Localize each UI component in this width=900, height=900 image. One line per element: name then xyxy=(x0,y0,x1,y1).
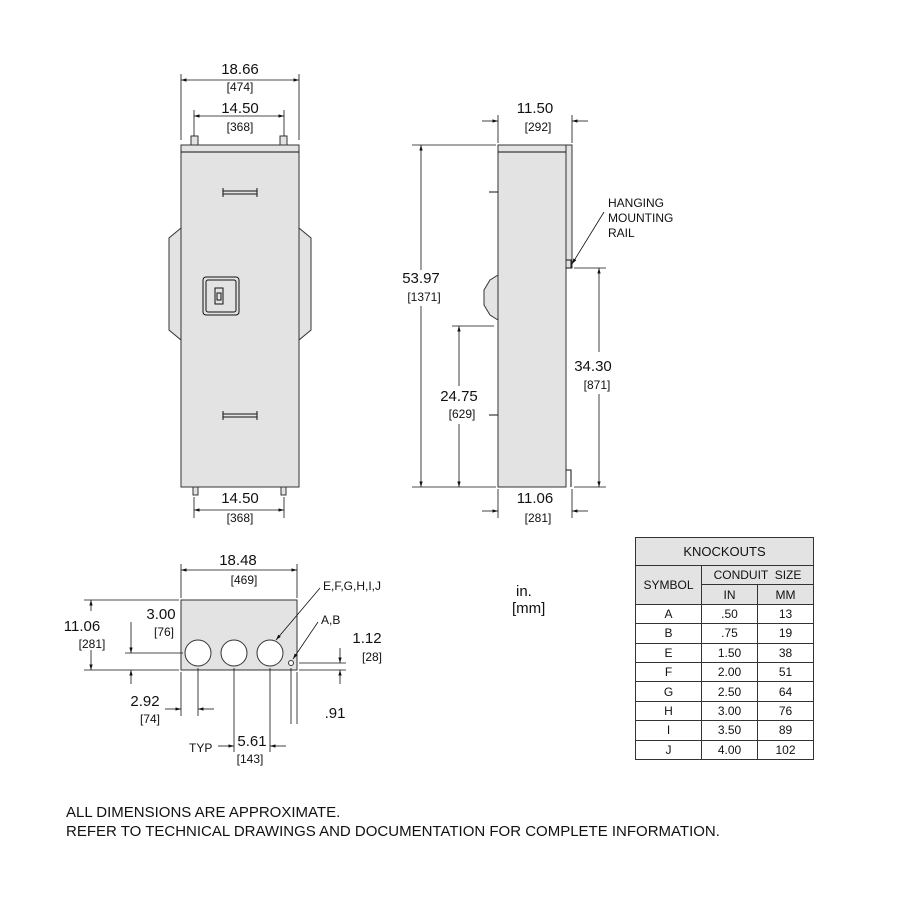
rail-callout-line-3: RAIL xyxy=(608,226,635,240)
mounting-tab xyxy=(279,135,288,146)
mm-cell: 51 xyxy=(757,661,814,683)
note-refer: REFER TO TECHNICAL DRAWINGS AND DOCUMENT… xyxy=(66,823,720,840)
in-cell: .75 xyxy=(701,623,758,644)
front-mount-width: 14.50 xyxy=(221,100,259,117)
in-cell: 1.50 xyxy=(701,642,758,663)
in-header: IN xyxy=(701,584,758,605)
symbol-header: SYMBOL xyxy=(635,565,702,605)
symbol-cell: J xyxy=(635,739,702,760)
knockout-large xyxy=(184,639,212,667)
symbol-cell: H xyxy=(635,700,702,722)
side-height: 53.97 xyxy=(402,270,440,287)
lower-latch xyxy=(222,411,258,420)
bottom-width: 18.48 xyxy=(219,552,257,569)
knockout-small xyxy=(288,660,294,666)
bottom-depth-mm: [281] xyxy=(79,637,106,651)
symbol-cell: I xyxy=(635,720,702,741)
units-inch: in. xyxy=(516,583,532,600)
front-mount-width-mm: [368] xyxy=(227,120,254,134)
rail-callout-line-2: MOUNTING xyxy=(608,211,673,225)
in-cell: 2.50 xyxy=(701,681,758,702)
ko-center-dim: 3.00 xyxy=(146,606,175,623)
side-flange xyxy=(298,226,312,342)
back-rail xyxy=(565,144,573,269)
symbol-cell: E xyxy=(635,642,702,663)
side-bottom-depth-mm: [281] xyxy=(525,511,552,525)
bottom-depth: 11.06 xyxy=(64,618,100,635)
side-depth: 11.50 xyxy=(517,100,553,117)
mm-header: MM xyxy=(757,584,814,605)
knockout-large xyxy=(220,639,248,667)
symbol-cell: F xyxy=(635,661,702,683)
small-ko-callout: A,B xyxy=(321,613,340,627)
symbol-cell: G xyxy=(635,681,702,702)
bottom-width-mm: [469] xyxy=(231,573,258,587)
upper-latch xyxy=(222,188,258,197)
front-top-width-mm: [474] xyxy=(227,80,254,94)
in-cell: 3.50 xyxy=(701,720,758,741)
mm-cell: 38 xyxy=(757,642,814,663)
conduit-size-header: CONDUIT SIZE xyxy=(701,564,814,586)
side-view: 11.50 [292] 53.97 [1371] 24.75 [629] 34.… xyxy=(402,100,673,525)
in-cell: 3.00 xyxy=(701,700,758,722)
enclosure-side xyxy=(497,144,567,488)
rail-callout-line-1: HANGING xyxy=(608,196,664,210)
ko-center-dim-mm: [76] xyxy=(154,625,174,639)
symbol-cell: B xyxy=(635,623,702,644)
in-cell: .50 xyxy=(701,603,758,625)
front-view: 18.66 [474] 14.50 [368] 14.50 [368] xyxy=(168,61,312,525)
mm-cell: 19 xyxy=(757,623,814,644)
enclosure-front xyxy=(180,144,300,488)
units-mm: [mm] xyxy=(512,600,546,617)
ko-spacing-typ: TYP xyxy=(189,741,212,755)
mm-cell: 13 xyxy=(757,603,814,625)
side-handle-height: 24.75 xyxy=(440,388,478,405)
bottom-view: 18.48 [469] 11.06 [281] 3.00 [76] 2.92 [… xyxy=(64,552,382,766)
front-bottom-width: 14.50 xyxy=(221,490,259,507)
front-bottom-width-mm: [368] xyxy=(227,511,254,525)
side-handle-height-mm: [629] xyxy=(449,407,476,421)
in-cell: 2.00 xyxy=(701,661,758,683)
mm-cell: 76 xyxy=(757,700,814,722)
large-ko-callout: E,F,G,H,I,J xyxy=(323,579,381,593)
units-legend: in. [mm] xyxy=(512,583,545,617)
mm-cell: 64 xyxy=(757,681,814,702)
knockouts-table: KNOCKOUTS SYMBOL CONDUIT SIZE IN MM A.50… xyxy=(635,537,814,760)
side-bottom-depth: 11.06 xyxy=(517,490,553,507)
small-ko-dim-mm: [28] xyxy=(362,650,382,664)
ko-spacing-dim: 5.61 xyxy=(237,733,266,750)
ko-offset-dim-mm: [74] xyxy=(140,712,160,726)
note-approximate: ALL DIMENSIONS ARE APPROXIMATE. xyxy=(66,804,341,821)
ko-offset-dim: 2.92 xyxy=(130,693,159,710)
notes: ALL DIMENSIONS ARE APPROXIMATE. REFER TO… xyxy=(66,803,720,841)
operating-handle xyxy=(202,276,240,316)
mm-cell: 102 xyxy=(757,739,814,760)
side-flange xyxy=(168,226,182,342)
knockouts-title: KNOCKOUTS xyxy=(635,537,814,566)
symbol-cell: A xyxy=(635,603,702,625)
mounting-tab xyxy=(190,135,199,146)
side-height-mm: [1371] xyxy=(407,290,440,304)
side-rail-height: 34.30 xyxy=(574,358,612,375)
in-cell: 4.00 xyxy=(701,739,758,760)
small-ko-offset: .91 xyxy=(325,705,346,722)
side-depth-mm: [292] xyxy=(525,120,552,134)
ko-spacing-dim-mm: [143] xyxy=(237,752,264,766)
handle-side xyxy=(483,274,499,321)
mm-cell: 89 xyxy=(757,720,814,741)
front-top-width: 18.66 xyxy=(221,61,259,78)
knockout-large xyxy=(256,639,284,667)
small-ko-dim: 1.12 xyxy=(352,630,381,647)
side-rail-height-mm: [871] xyxy=(584,378,611,392)
